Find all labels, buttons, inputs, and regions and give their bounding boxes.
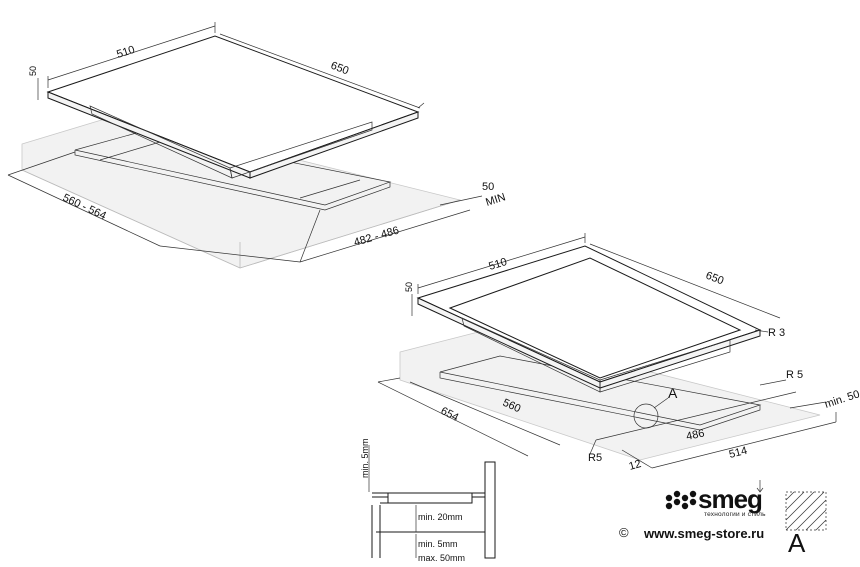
top-hob-edge-side bbox=[249, 111, 419, 179]
bottom-dim-inner-depth: 486 bbox=[685, 427, 705, 443]
section-side-panel bbox=[484, 461, 496, 559]
section-min-5mm-bottom: min. 5mm bbox=[418, 539, 458, 549]
bottom-drawing: 510 650 50 R 3 R 5 min. 50 A 654 560 486… bbox=[377, 233, 860, 473]
bottom-dim-cutout-radius: R5 bbox=[588, 452, 602, 464]
section-max-50mm: max. 50mm bbox=[418, 553, 465, 563]
top-dim-depth: 650 bbox=[329, 60, 350, 78]
detail-a-hatch bbox=[756, 480, 827, 531]
section-min-20mm: min. 20mm bbox=[418, 512, 463, 522]
bottom-dim-min-clearance: min. 50 bbox=[823, 388, 860, 411]
top-dim-thickness: 50 bbox=[28, 66, 38, 76]
bottom-dim-offset: 12 bbox=[628, 458, 643, 473]
section-detail: min. 5mm min. 20mm min. 5mm max. 50mm bbox=[360, 438, 496, 563]
top-dim-clearance-label: MIN bbox=[484, 191, 507, 209]
bottom-dim-radius-corner: R 5 bbox=[786, 369, 803, 381]
bottom-dim-thickness: 50 bbox=[404, 282, 414, 292]
top-dim-clearance-value: 50 bbox=[482, 181, 494, 193]
copyright-symbol: © bbox=[619, 525, 629, 540]
top-drawing: 510 650 50 560 - 564 482 - 486 50 MIN bbox=[7, 22, 507, 269]
bottom-dim-depth: 650 bbox=[704, 270, 725, 288]
bottom-dim-width: 510 bbox=[487, 256, 508, 273]
bottom-dim-radius-top: R 3 bbox=[768, 327, 785, 339]
top-dim-width: 510 bbox=[115, 44, 136, 61]
section-min-5mm-top: min. 5mm bbox=[360, 438, 370, 478]
bottom-worktop-slab bbox=[399, 329, 821, 461]
detail-a-label: A bbox=[788, 528, 806, 558]
store-url-link[interactable]: www.smeg-store.ru bbox=[644, 526, 765, 541]
brand-logo-word: smeg bbox=[698, 484, 763, 514]
brand-tagline: технологии и стиль bbox=[704, 511, 766, 518]
bottom-dim-detail-callout: A bbox=[668, 385, 678, 401]
bottom-dim-outer-depth: 514 bbox=[728, 445, 749, 461]
brand-dots-logo bbox=[665, 490, 697, 510]
